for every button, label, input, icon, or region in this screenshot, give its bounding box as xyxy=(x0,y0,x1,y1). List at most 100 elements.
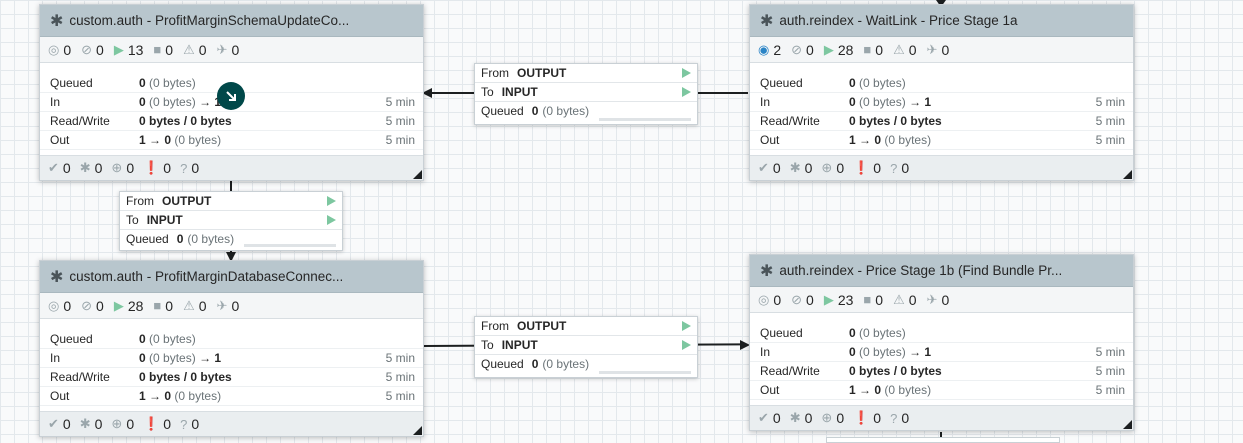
transmitting-count: 0 xyxy=(63,41,72,58)
locally-modified-icon: ✱ xyxy=(789,410,801,425)
disabled-icon: ✈ xyxy=(216,41,228,57)
in-count: 0 xyxy=(849,95,856,109)
queued-size: (0 bytes) xyxy=(149,76,196,90)
stopped-icon: ■ xyxy=(863,42,872,57)
out-label: Out xyxy=(50,133,70,147)
queued-label: Queued xyxy=(50,76,93,90)
disabled-count: 0 xyxy=(231,297,240,314)
read-write-label: Read/Write xyxy=(760,364,820,378)
version-status-bar: ✔0 ✱0 ⊕0 ❗0 ?0 xyxy=(40,411,423,436)
queued-row: Queued 0 (0 bytes) xyxy=(750,74,1133,93)
out-row: Out 1 → 0 (0 bytes) 5 min xyxy=(750,131,1133,150)
read-write-value: 0 bytes / 0 bytes xyxy=(139,114,232,128)
not-transmitting-icon: ⊘ xyxy=(791,41,803,57)
resize-corner xyxy=(413,170,422,179)
modified-stale-count: 0 xyxy=(873,160,882,176)
in-label: In xyxy=(760,345,771,359)
sync-failure-count: 0 xyxy=(901,160,910,176)
in-time: 5 min xyxy=(1095,345,1125,359)
connection-from-row: From OUTPUT xyxy=(475,317,697,336)
read-write-value: 0 bytes / 0 bytes xyxy=(849,114,942,128)
invalid-icon: ⚠ xyxy=(893,41,905,57)
sync-failure-icon: ? xyxy=(890,160,898,176)
up-to-date-icon: ✔ xyxy=(758,160,769,175)
modified-stale-count: 0 xyxy=(163,160,172,176)
process-group[interactable]: ✱ auth.reindex - WaitLink - Price Stage … xyxy=(749,4,1134,181)
invalid-count: 0 xyxy=(198,297,207,314)
stopped-count: 0 xyxy=(875,41,884,58)
connection-label[interactable]: From OUTPUT To INPUT Queued 0 (0 bytes) xyxy=(474,316,698,378)
process-group[interactable]: ✱ custom.auth - ProfitMarginSchemaUpdate… xyxy=(39,4,424,181)
read-write-row: Read/Write 0 bytes / 0 bytes 5 min xyxy=(750,112,1133,131)
stopped-icon: ■ xyxy=(153,298,162,313)
in-label: In xyxy=(50,351,61,365)
stale-count: 0 xyxy=(836,410,845,426)
stopped-count: 0 xyxy=(165,297,174,314)
running-count: 13 xyxy=(127,41,144,58)
process-group-stats: ◎0 ⊘0 ▶28 ■0 ⚠0 ✈0 xyxy=(40,293,423,319)
sync-failure-icon: ? xyxy=(180,160,188,176)
up-to-date-icon: ✔ xyxy=(48,416,59,431)
drill-in-badge-icon[interactable] xyxy=(217,82,245,110)
queued-size: (0 bytes) xyxy=(149,332,196,346)
stale-count: 0 xyxy=(126,416,135,432)
process-group-title-bar[interactable]: ✱ auth.reindex - Price Stage 1b (Find Bu… xyxy=(750,255,1133,287)
up-to-date-count: 0 xyxy=(62,160,71,176)
connection-to-row: To INPUT xyxy=(475,336,697,355)
queued-label: Queued xyxy=(50,332,93,346)
process-group-icon: ✱ xyxy=(760,262,774,280)
queued-row: Queued 0 (0 bytes) xyxy=(40,330,423,349)
invalid-count: 0 xyxy=(908,291,917,308)
up-to-date-count: 0 xyxy=(62,416,71,432)
sync-failure-icon: ? xyxy=(180,416,188,432)
process-group-icon: ✱ xyxy=(50,268,64,286)
queued-label: Queued xyxy=(760,326,803,340)
to-label: To xyxy=(481,85,494,99)
out-row: Out 1 → 0 (0 bytes) 5 min xyxy=(40,387,423,406)
process-group[interactable]: ✱ auth.reindex - Price Stage 1b (Find Bu… xyxy=(749,254,1134,431)
read-write-row: Read/Write 0 bytes / 0 bytes 5 min xyxy=(40,368,423,387)
read-write-time: 5 min xyxy=(385,114,415,128)
not-transmitting-icon: ⊘ xyxy=(81,297,93,313)
not-transmitting-count: 0 xyxy=(806,41,814,58)
to-value: INPUT xyxy=(501,85,538,99)
connection-label[interactable]: From OUTPUT To INPUT Queued 0 (0 bytes) xyxy=(119,191,343,251)
in-size: (0 bytes) xyxy=(859,345,906,359)
queued-size: (0 bytes) xyxy=(542,104,590,118)
out-label: Out xyxy=(50,389,70,403)
process-group-stats: ◎0 ⊘0 ▶23 ■0 ⚠0 ✈0 xyxy=(750,287,1133,313)
version-status-bar: ✔0 ✱0 ⊕0 ❗0 ?0 xyxy=(750,155,1133,180)
queue-progress-bar xyxy=(599,371,691,374)
running-icon: ▶ xyxy=(113,41,124,57)
locally-modified-count: 0 xyxy=(94,160,103,176)
process-group-title-bar[interactable]: ✱ auth.reindex - WaitLink - Price Stage … xyxy=(750,5,1133,37)
out-label: Out xyxy=(760,133,780,147)
in-time: 5 min xyxy=(1095,95,1125,109)
stale-icon: ⊕ xyxy=(821,160,833,175)
stopped-icon: ■ xyxy=(863,292,872,307)
running-count: 28 xyxy=(837,41,854,58)
connection-label[interactable]: From OUTPUT To INPUT Queued 0 (0 bytes) xyxy=(474,63,698,125)
locally-modified-count: 0 xyxy=(804,410,813,426)
queued-label: Queued xyxy=(126,232,169,246)
transmitting-icon: ◉ xyxy=(758,41,770,57)
queued-size: (0 bytes) xyxy=(859,326,906,340)
stale-count: 0 xyxy=(126,160,135,176)
out-arrow: → xyxy=(859,133,872,147)
out-arrow: → xyxy=(859,383,872,397)
not-transmitting-count: 0 xyxy=(96,297,104,314)
in-size: (0 bytes) xyxy=(859,95,906,109)
read-write-label: Read/Write xyxy=(50,370,110,384)
in-arrow: → xyxy=(909,95,922,109)
process-group-title-bar[interactable]: ✱ custom.auth - ProfitMarginDatabaseConn… xyxy=(40,261,423,293)
from-value: OUTPUT xyxy=(517,319,567,333)
queued-count: 0 xyxy=(849,76,856,90)
process-group[interactable]: ✱ custom.auth - ProfitMarginDatabaseConn… xyxy=(39,260,424,437)
in-row: In 0 (0 bytes) → 1 5 min xyxy=(750,93,1133,112)
not-transmitting-icon: ⊘ xyxy=(791,291,803,307)
process-group-title-bar[interactable]: ✱ custom.auth - ProfitMarginSchemaUpdate… xyxy=(40,5,423,37)
locally-modified-count: 0 xyxy=(804,160,813,176)
out-count: 0 xyxy=(164,133,172,147)
arrowhead-down xyxy=(226,252,236,262)
connection-line-bottom-out xyxy=(940,432,942,441)
